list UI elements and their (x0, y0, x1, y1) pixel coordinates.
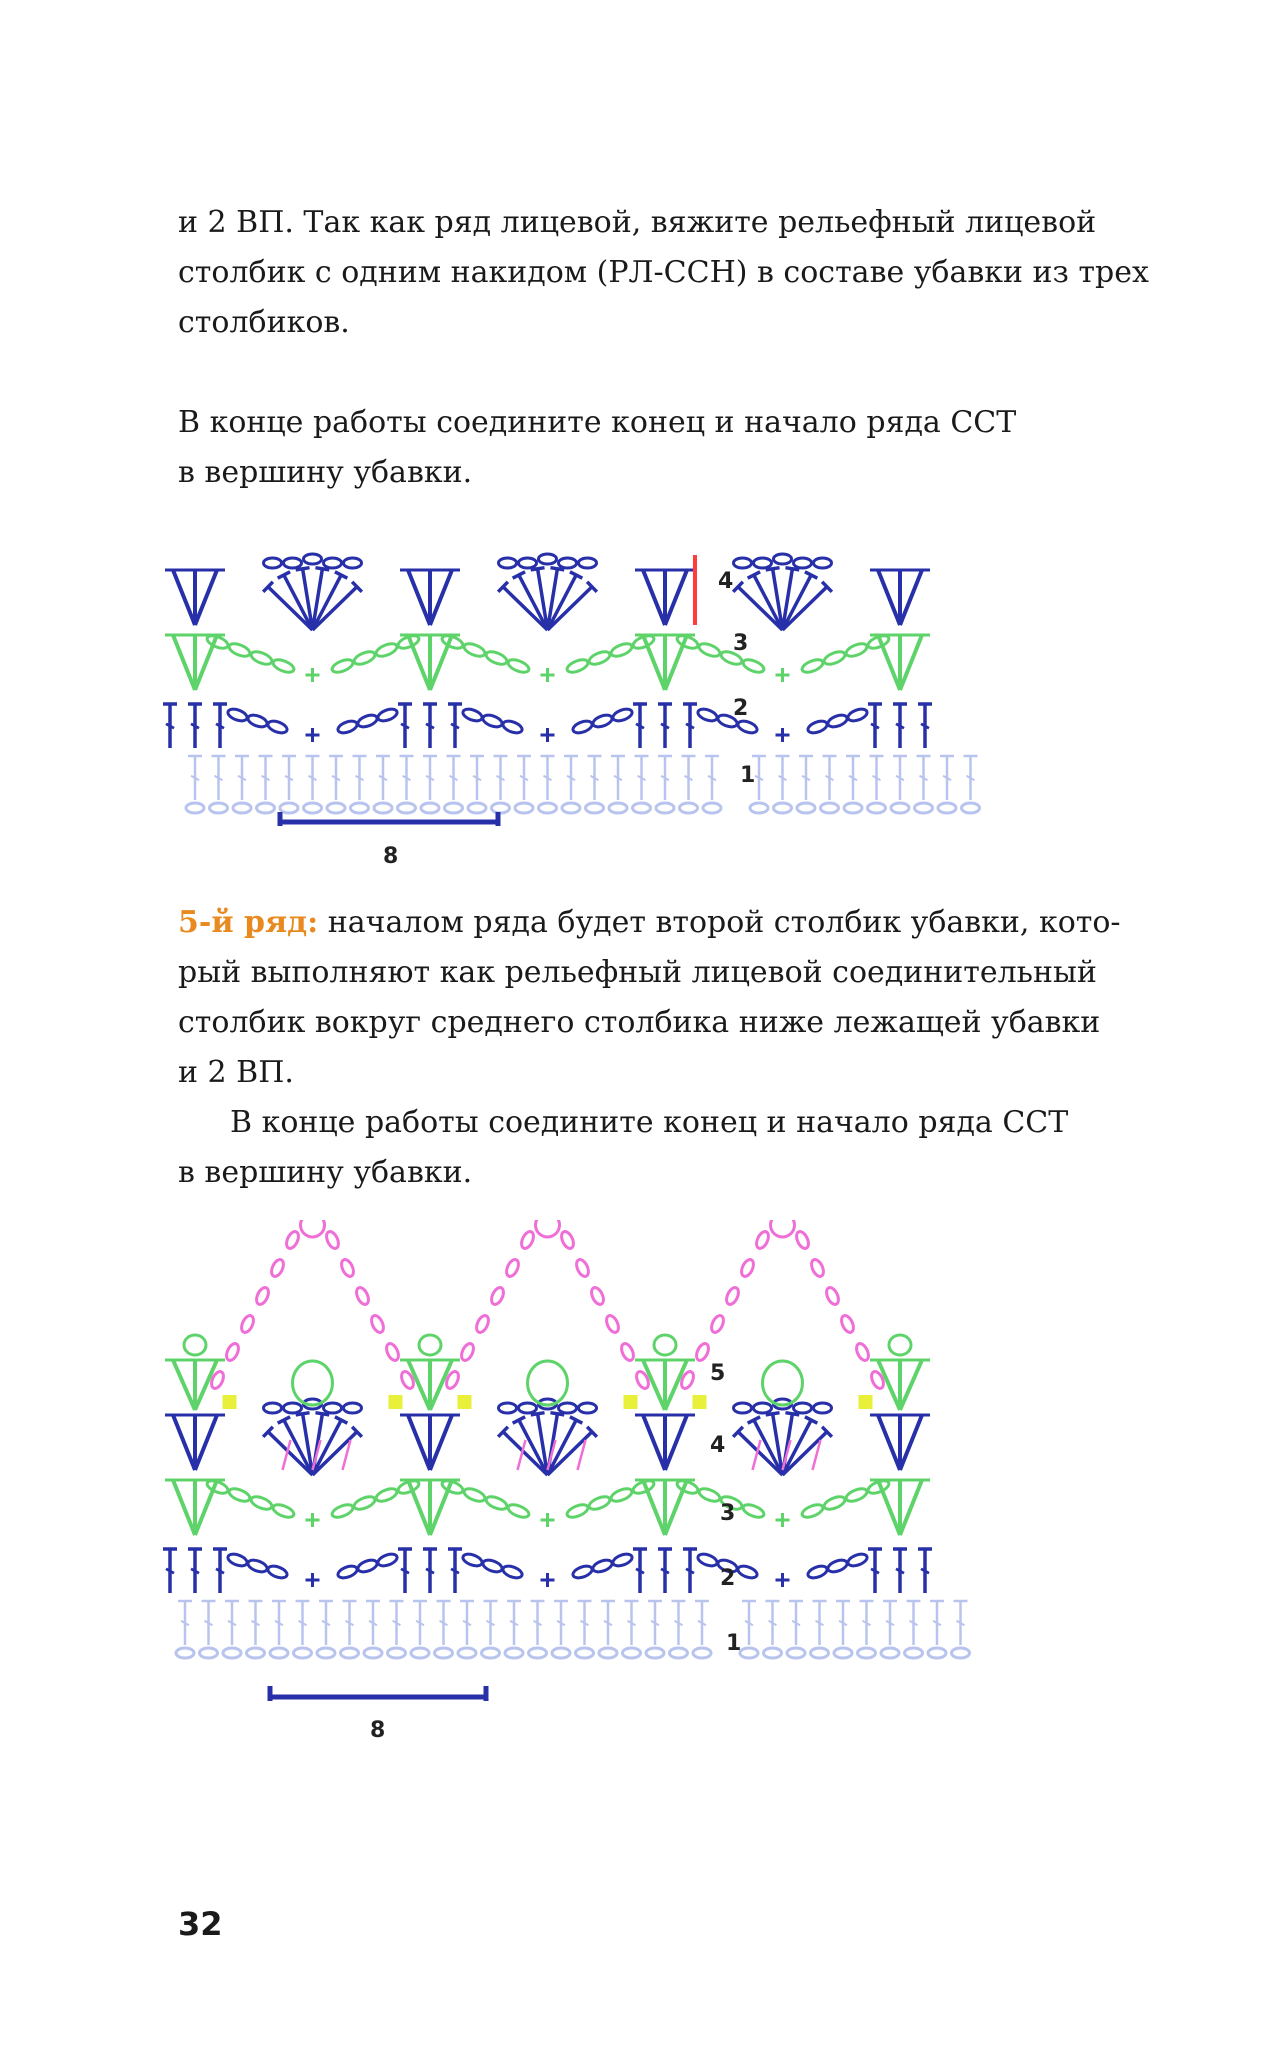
row-number-label: 3 (733, 631, 748, 656)
paragraph-2: В конце работы соедините конец и начало … (178, 398, 1178, 498)
text-line: столбик с одним накидом (РЛ-ССН) в соста… (178, 255, 1149, 290)
text-line: рый выполняют как рельефный лицевой соед… (178, 955, 1097, 990)
text-fragment: началом ряда будет второй столбик убавки… (318, 905, 1121, 940)
text-line: столбиков. (178, 305, 350, 340)
crochet-chart-1: 4 3 2 1 8 (163, 552, 981, 869)
paragraph-4: В конце работы соедините конец и начало … (178, 1098, 1178, 1198)
chart-1-rows (163, 552, 981, 815)
page-number: 32 (178, 1905, 223, 1943)
text-line: и 2 ВП. Так как ряд лицевой, вяжите рель… (178, 205, 1097, 240)
text-line: В конце работы соедините конец и начало … (178, 405, 1017, 440)
repeat-bracket (277, 812, 501, 826)
text-line: в вершину убавки. (178, 455, 473, 490)
paragraph-1: и 2 ВП. Так как ряд лицевой, вяжите рель… (178, 198, 1178, 348)
row-number-label: 3 (720, 1501, 735, 1526)
row-number-label: 1 (740, 763, 755, 788)
paragraph-3: 5-й ряд: началом ряда будет второй столб… (178, 898, 1178, 1098)
text-line: В конце работы соедините конец и начало … (230, 1105, 1069, 1140)
text-line: 5-й ряд: началом ряда будет второй столб… (178, 898, 1178, 948)
row-number-label: 4 (710, 1433, 725, 1458)
repeat-count-label: 8 (370, 1718, 386, 1743)
crochet-chart-2: 5 4 3 2 1 (163, 1220, 971, 1701)
row-label: 5-й ряд: (178, 905, 319, 940)
chart-2-rows (163, 1220, 971, 1660)
row-number-label: 1 (726, 1631, 741, 1656)
repeat-bracket (267, 1686, 489, 1701)
row-number-label: 4 (718, 569, 733, 594)
row-number-label: 2 (733, 696, 748, 721)
row-number-label: 2 (720, 1566, 735, 1591)
repeat-count-label: 8 (383, 844, 398, 869)
text-line: и 2 ВП. (178, 1055, 294, 1090)
row-number-label: 5 (710, 1361, 725, 1386)
text-line: в вершину убавки. (178, 1155, 473, 1190)
text-line: столбик вокруг среднего столбика ниже ле… (178, 1005, 1101, 1040)
